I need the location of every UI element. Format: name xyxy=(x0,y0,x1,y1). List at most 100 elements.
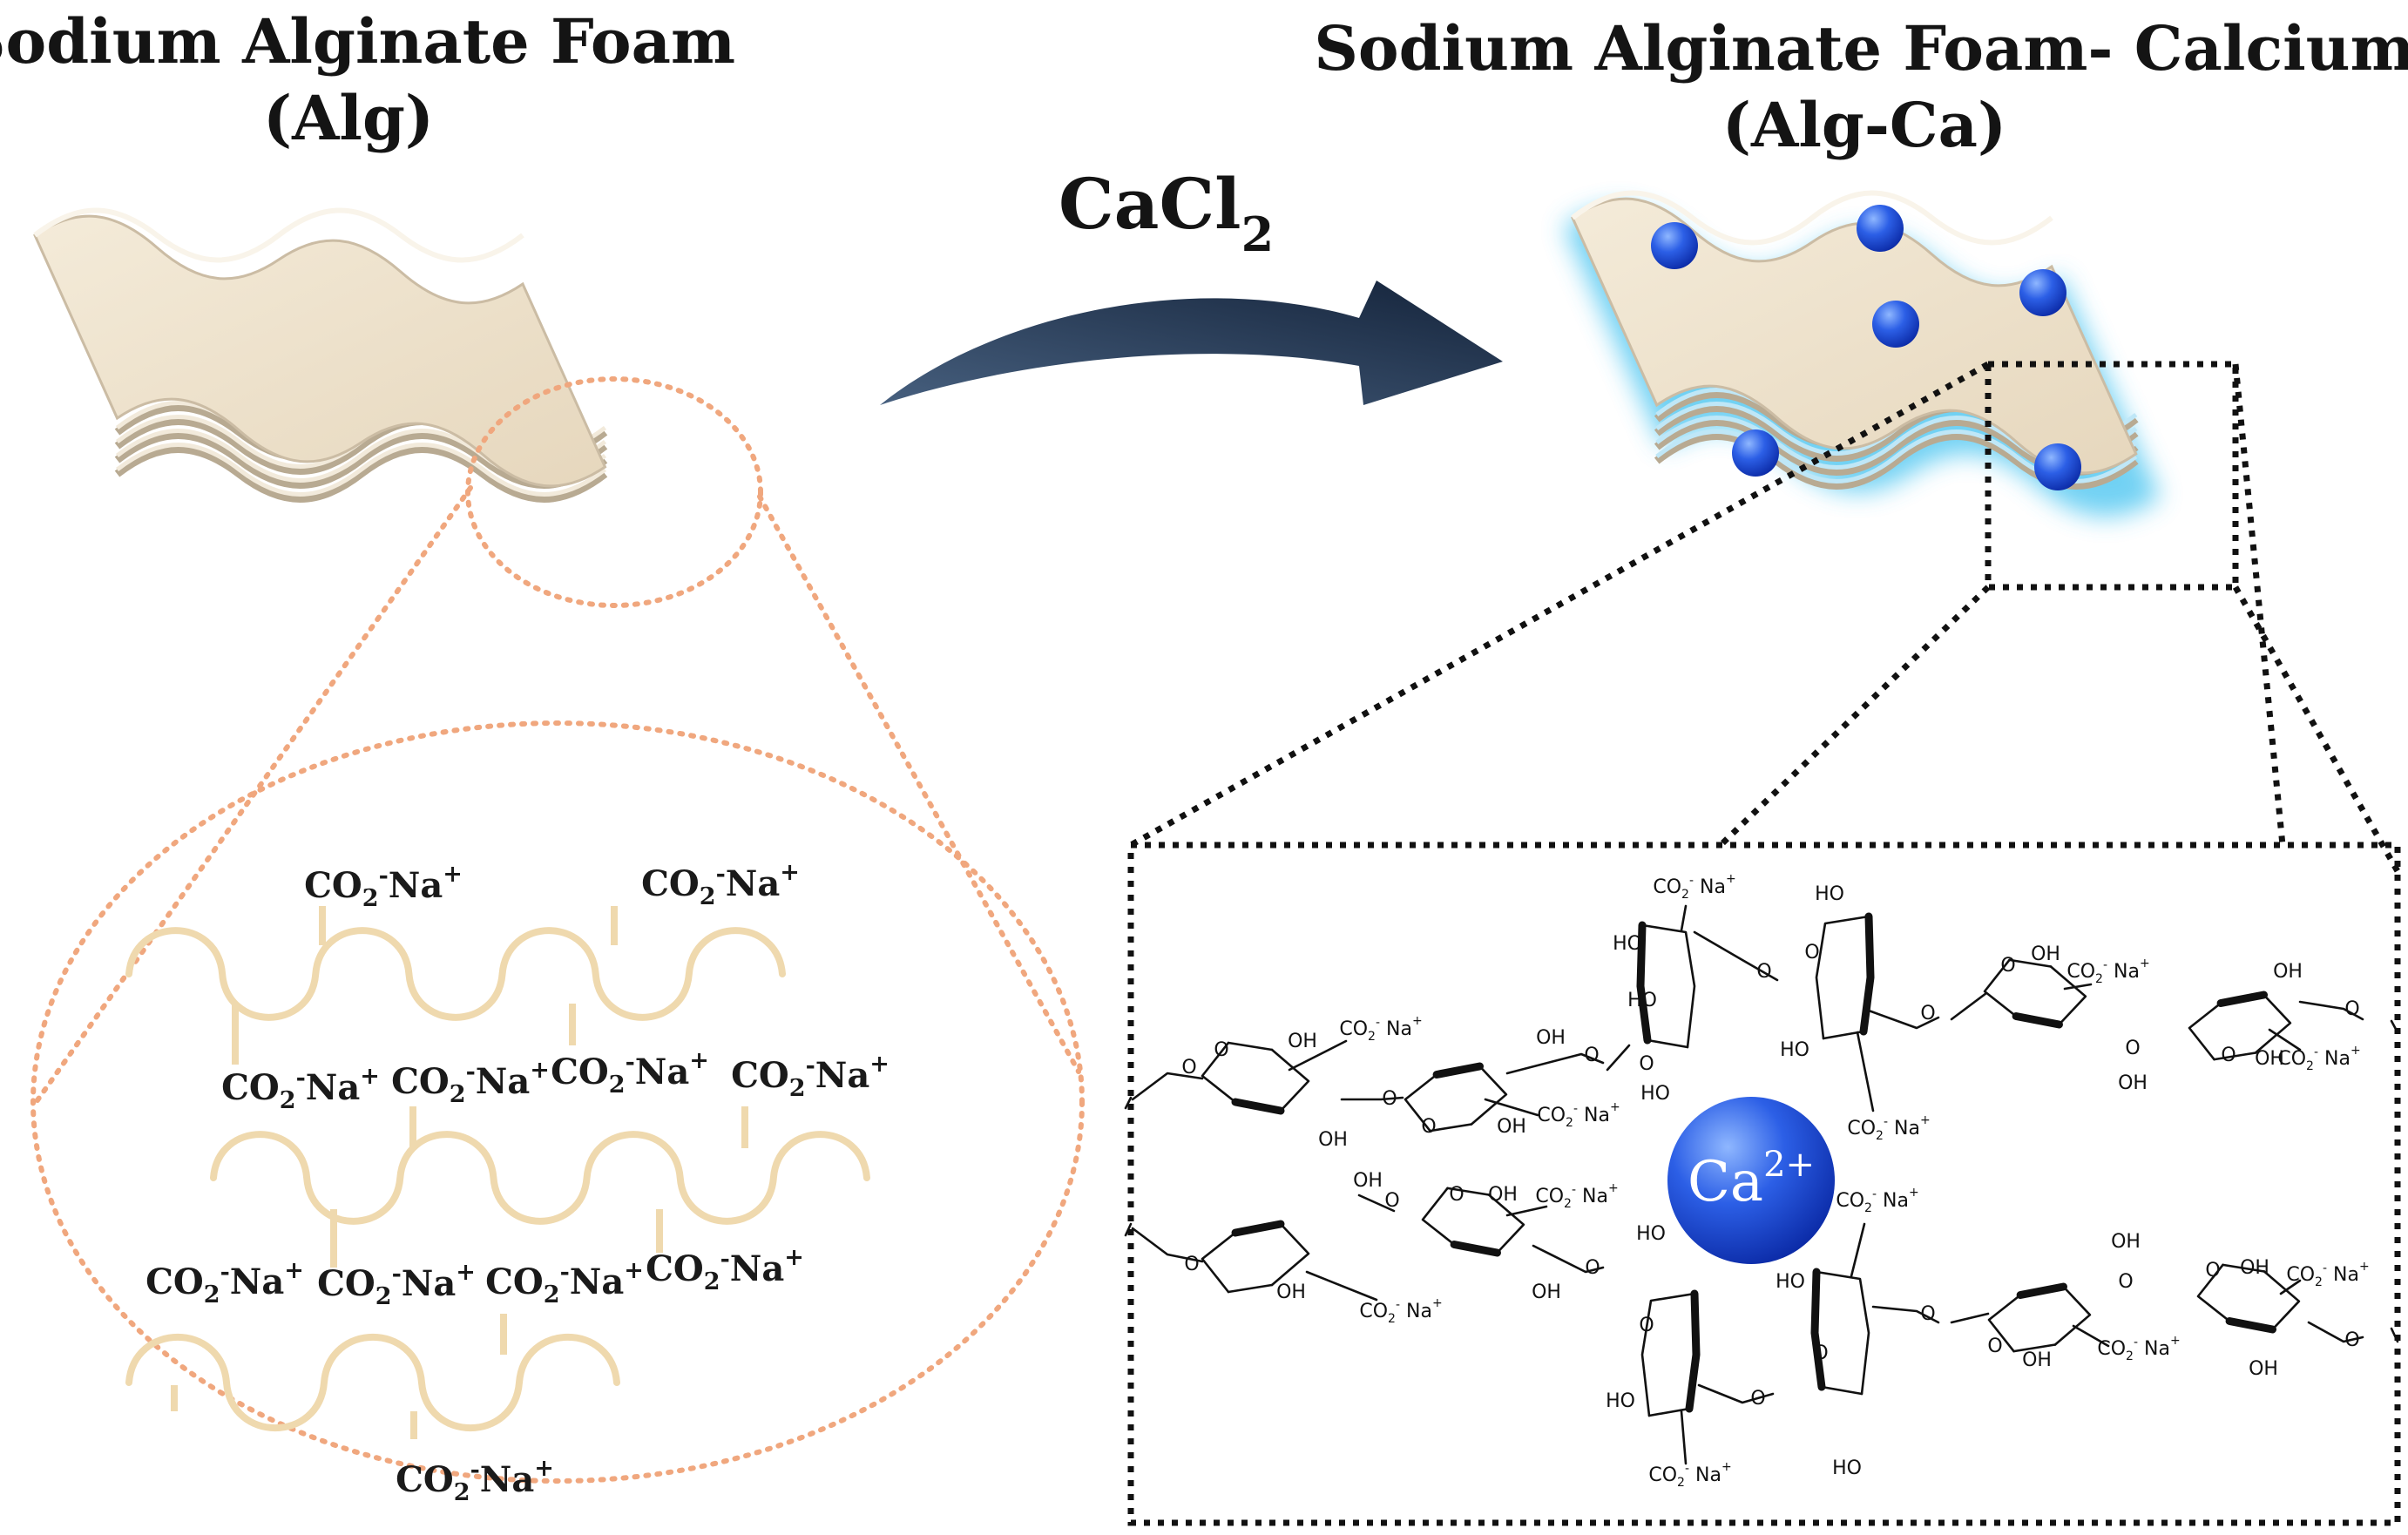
bond xyxy=(1815,1270,1870,1396)
bond xyxy=(1231,1220,1285,1237)
carboxylate-label: CO2- Na+ xyxy=(1359,1296,1442,1326)
atom-label: O xyxy=(1750,1388,1765,1410)
reagent-subscript: 2 xyxy=(1241,206,1275,262)
bond xyxy=(1532,1244,1605,1274)
bond xyxy=(1227,1041,1274,1052)
zoom-box-large xyxy=(1127,842,2401,1526)
carboxylate-label: CO2- Na+ xyxy=(2066,957,2149,986)
atom-label: HO xyxy=(1780,1039,1809,1061)
calcium-charge: 2+ xyxy=(1763,1145,1815,1185)
bond xyxy=(1432,1062,1484,1079)
bond xyxy=(1231,1098,1285,1115)
atom-label: OH xyxy=(1288,1031,1317,1052)
alginate-chain xyxy=(125,1333,620,1432)
bond xyxy=(1270,1222,1310,1287)
atom-label: OH xyxy=(1318,1129,1348,1151)
carboxylate-label: CO2- Na+ xyxy=(2097,1334,2180,1363)
bond xyxy=(2016,1282,2067,1299)
bond xyxy=(2222,1263,2266,1273)
atom-label: HO xyxy=(1776,1271,1805,1293)
calcium-ion-sphere xyxy=(1667,1097,1835,1264)
atom-label: OH xyxy=(2022,1349,2052,1371)
carboxylate-label: CO2- Na+ xyxy=(1339,1014,1422,1044)
atom-label: OH xyxy=(2111,1231,2141,1253)
bond xyxy=(1487,1194,1525,1254)
bond xyxy=(2254,993,2292,1054)
alginate-chain xyxy=(125,927,786,1021)
atom-label: O xyxy=(1184,1254,1199,1275)
atom-label: OH xyxy=(1353,1170,1383,1192)
atom-label: OH xyxy=(1536,1027,1566,1049)
salt-label: CO2-Na+ xyxy=(485,1257,644,1308)
atom-label: O xyxy=(1421,1116,1436,1138)
atom-label: OH xyxy=(1532,1281,1561,1303)
atom-label: OH xyxy=(2255,1048,2284,1070)
bond xyxy=(2225,1317,2276,1334)
bond xyxy=(1131,1227,1204,1263)
atom-label: O xyxy=(1804,942,1819,964)
foam-layer-edge xyxy=(114,445,608,503)
atom-label: O xyxy=(1384,1190,1399,1212)
calcium-ion: Ca2+ xyxy=(1667,1097,1835,1264)
bond xyxy=(1647,1407,1691,1417)
reaction-arrow: CaCl2 xyxy=(880,163,1503,405)
carboxylate-label: CO2- Na+ xyxy=(1836,1186,1918,1215)
zoom-callout-left xyxy=(30,376,1085,1484)
bond xyxy=(1305,1270,1378,1302)
calcium-ion-sphere xyxy=(1651,222,1698,269)
atom-label: O xyxy=(1382,1088,1397,1110)
bond xyxy=(2263,1270,2301,1331)
bond xyxy=(1340,1096,1404,1101)
bond xyxy=(1987,1294,2022,1353)
bond xyxy=(1227,1283,1274,1294)
bond xyxy=(1470,1065,1508,1126)
calcium-ion-label: Ca2+ xyxy=(1688,1145,1815,1214)
bond xyxy=(1680,904,1688,932)
bond xyxy=(2196,1263,2231,1322)
atom-label: HO xyxy=(1832,1457,1862,1479)
bond xyxy=(1288,1039,1348,1072)
bond xyxy=(1983,958,2018,1018)
calcium-ion-sphere xyxy=(1872,301,1919,348)
atom-label: O xyxy=(2205,1260,2220,1281)
calcium-ion-spheres xyxy=(1651,205,2081,490)
atom-label: O xyxy=(1639,1053,1654,1075)
bond xyxy=(2049,965,2087,1026)
bond xyxy=(2307,1321,2364,1343)
atom-label: HO xyxy=(1613,933,1642,955)
atom-label: O xyxy=(1987,1336,2002,1357)
bond xyxy=(1636,921,1652,1045)
atom-label: OH xyxy=(2118,1072,2148,1094)
bond xyxy=(1357,1194,1396,1213)
calcium-ion-sphere xyxy=(1732,429,1779,477)
atom-label: O xyxy=(1584,1045,1599,1066)
salt-label: CO2-Na+ xyxy=(221,1063,380,1114)
bond xyxy=(2279,1279,2302,1295)
atom-label: O xyxy=(2221,1045,2236,1066)
bond xyxy=(1693,930,1779,982)
salt-label: CO2-Na+ xyxy=(646,1244,804,1295)
bond xyxy=(1850,1222,1866,1278)
bond xyxy=(1421,1187,1456,1246)
salt-label: CO2-Na+ xyxy=(551,1047,709,1099)
bond xyxy=(1505,1205,1548,1217)
bond xyxy=(1646,1038,1689,1049)
atom-label: O xyxy=(2344,1329,2359,1351)
salt-label: CO2-Na+ xyxy=(145,1257,304,1308)
atom-label: O xyxy=(1449,1184,1464,1206)
bond xyxy=(1950,991,1988,1021)
calcium-ion-sphere xyxy=(2034,443,2081,490)
atom-label: O xyxy=(1181,1057,1196,1079)
atom-label: OH xyxy=(1497,1116,1526,1138)
salt-label: CO2-Na+ xyxy=(731,1051,889,1102)
bond xyxy=(1450,1241,1501,1257)
carboxylate-label: CO2- Na+ xyxy=(1648,1460,1731,1490)
bond xyxy=(1201,1041,1237,1104)
bond xyxy=(2390,1019,2399,1034)
atom-label: O xyxy=(2125,1038,2140,1059)
bond xyxy=(2390,1327,2399,1343)
atom-label: OH xyxy=(1276,1281,1306,1303)
atom-label: O xyxy=(1756,961,1771,983)
bond xyxy=(1201,1231,1237,1294)
